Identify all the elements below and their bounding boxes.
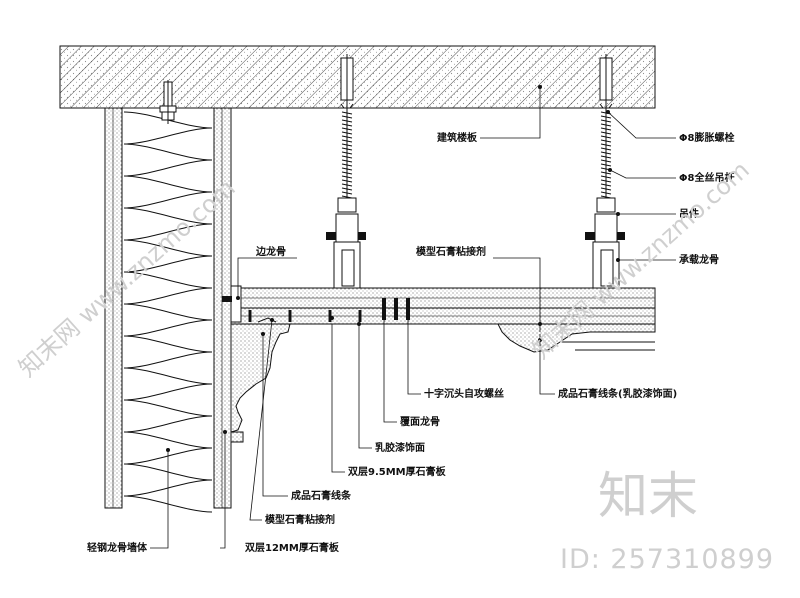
label-double-gypsum-95: 双层9.5MM厚石膏板 <box>348 465 447 478</box>
leader-dots <box>166 85 620 452</box>
label-expansion-bolt: Φ8膨胀螺栓 <box>679 131 734 144</box>
label-cornice-right: 成品石膏线条(乳胶漆饰面) <box>558 387 677 400</box>
ceiling-keel-and-boards <box>222 285 656 325</box>
watermark-diagonal-right: 知末网 www.znzmo.com <box>527 156 754 365</box>
hanger-assembly-left <box>326 54 366 289</box>
watermark-id: ID: 257310899 <box>560 544 774 575</box>
label-hanger: 吊件 <box>679 207 699 220</box>
label-adhesive-top: 模型石膏粘接剂 <box>416 245 486 258</box>
label-cornice-left: 成品石膏线条 <box>291 489 352 502</box>
insulation-wave <box>123 111 213 513</box>
label-building-slab: 建筑楼板 <box>436 131 478 144</box>
label-threaded-rod: Φ8全丝吊杆 <box>679 171 734 184</box>
hanger-assembly-right <box>585 54 625 289</box>
label-latex-paint: 乳胶漆饰面 <box>375 441 425 454</box>
label-double-gypsum-12: 双层12MM厚石膏板 <box>245 541 340 554</box>
label-steel-wall: 轻钢龙骨墙体 <box>87 541 148 554</box>
label-cover-keel: 覆面龙骨 <box>400 415 440 428</box>
steel-stud-wall <box>104 107 232 513</box>
plaster-cornice-left <box>230 317 291 443</box>
leader-lines <box>150 87 676 549</box>
label-edge-keel: 边龙骨 <box>255 245 286 258</box>
building-slab <box>59 45 656 109</box>
plaster-cornice-right <box>497 323 656 353</box>
wall-anchor-bolt <box>159 80 177 124</box>
label-main-keel: 承载龙骨 <box>679 253 719 266</box>
watermark-diagonal-left: 知末网 www.znzmo.com <box>13 174 240 383</box>
label-screw: 十字沉头自攻螺丝 <box>424 387 504 400</box>
watermark-logo: 知末 <box>598 467 698 525</box>
label-adhesive-left: 模型石膏粘接剂 <box>265 513 335 526</box>
